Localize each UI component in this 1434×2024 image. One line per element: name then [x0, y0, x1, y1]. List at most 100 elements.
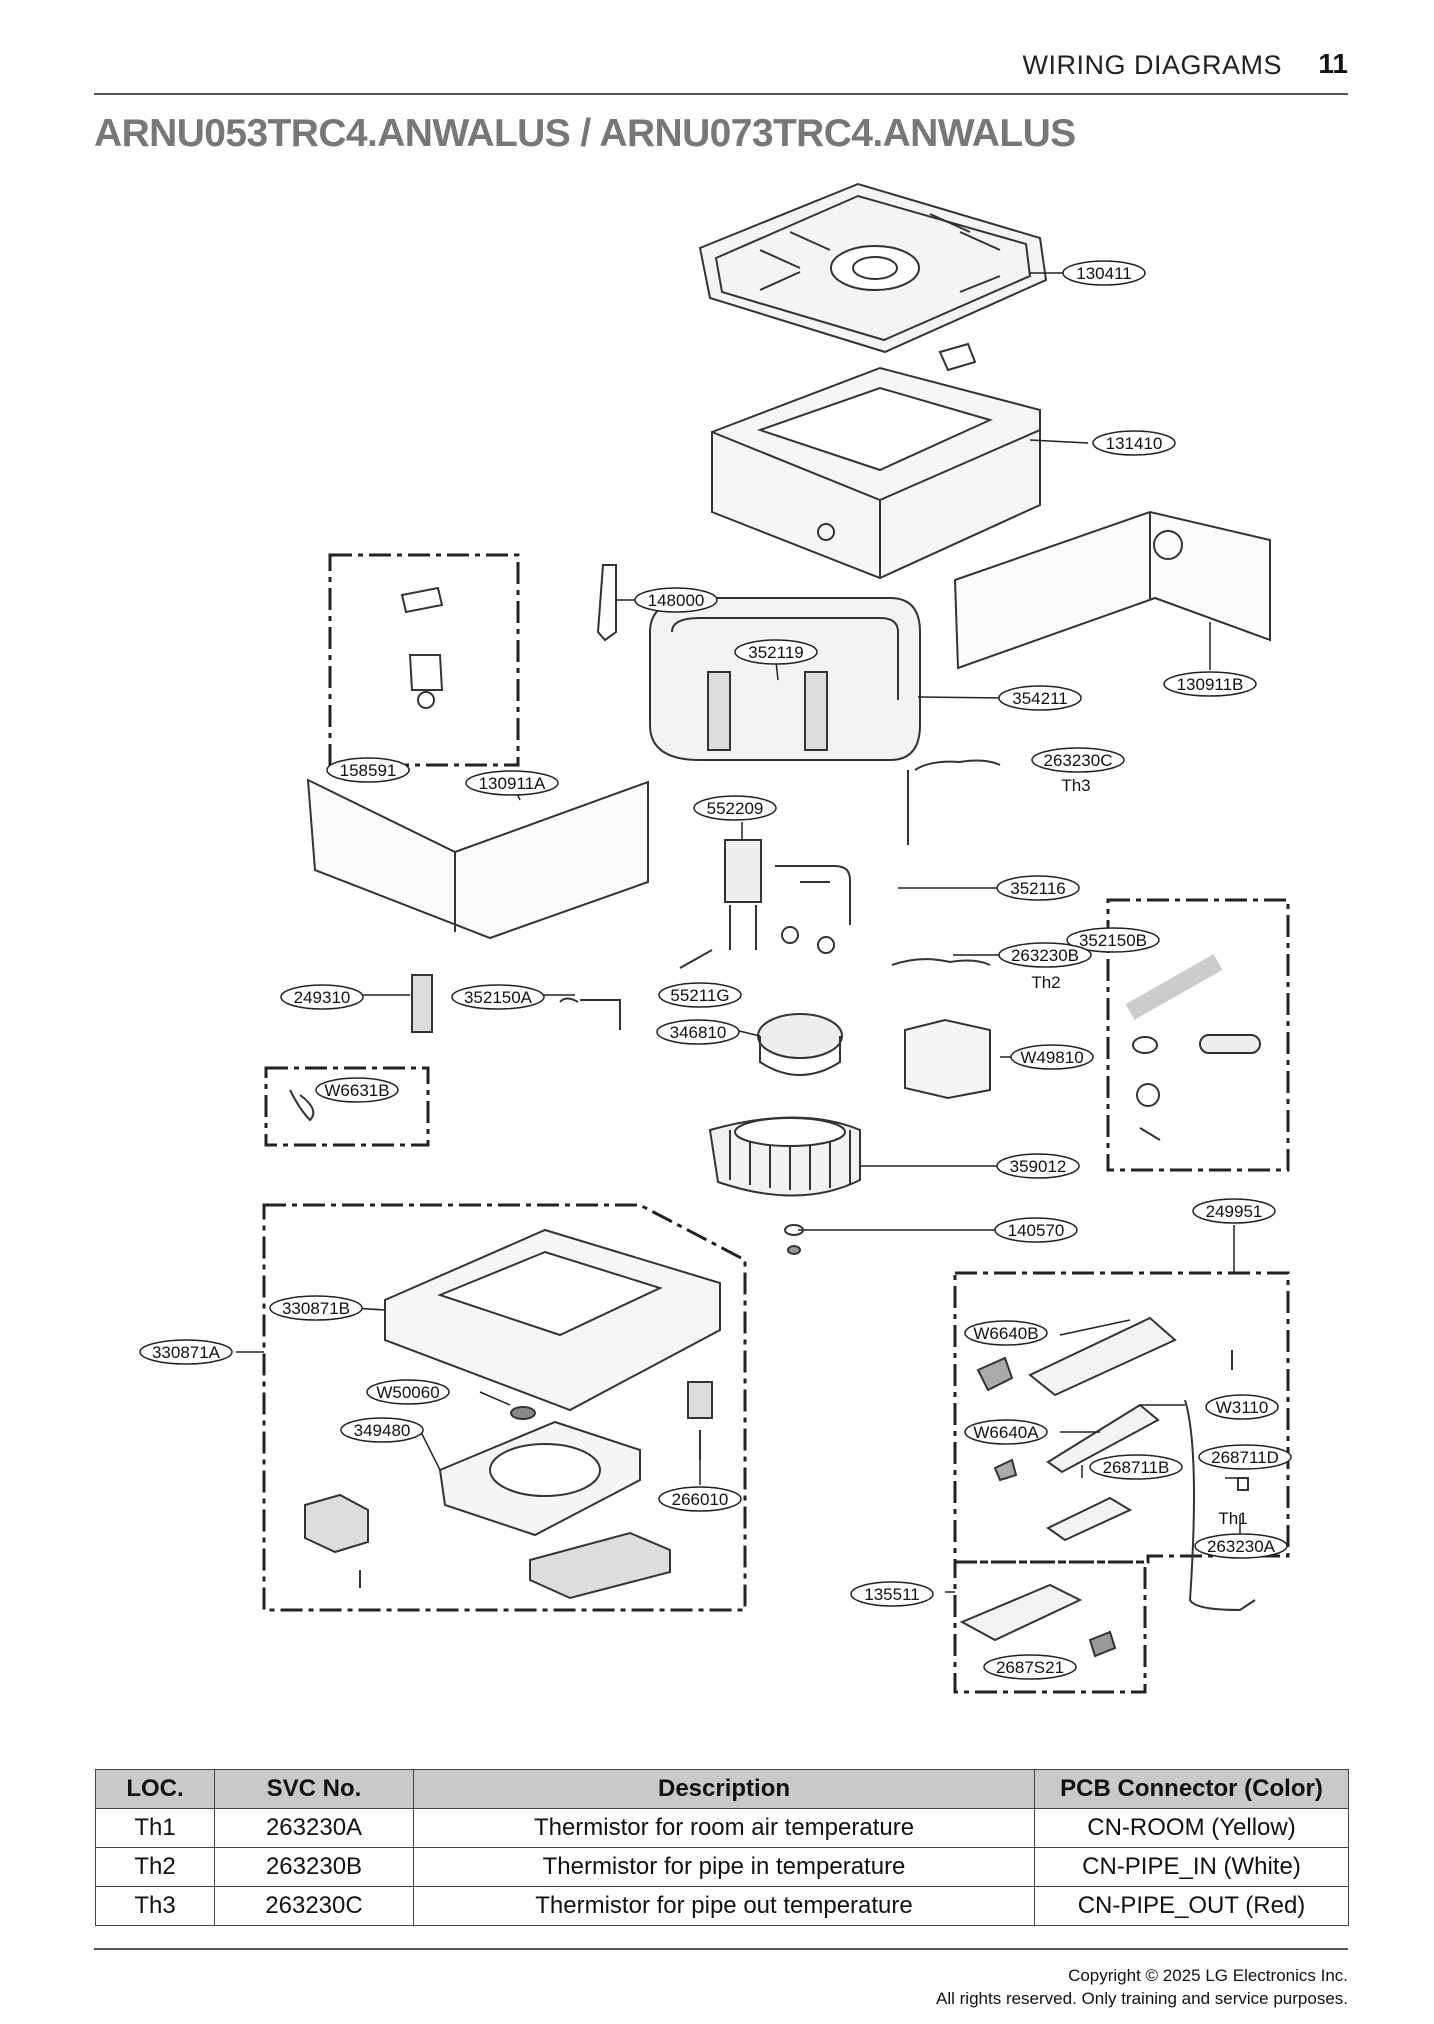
heat-exchanger-drawing — [649, 597, 921, 761]
callout-label: 130911A — [479, 774, 546, 793]
callout-label: 158591 — [340, 761, 397, 780]
cell-loc: Th3 — [95, 1886, 215, 1926]
footer-divider — [94, 1948, 1348, 1950]
callout-158591: 158591 — [326, 757, 410, 783]
side-plate-left-drawing — [306, 778, 649, 940]
callout-bubble — [1010, 1044, 1094, 1070]
callout-bubble — [366, 1379, 450, 1405]
callout-label: 352150B — [1079, 931, 1147, 950]
callout-label: 148000 — [648, 591, 705, 610]
callout-352150a: 352150A — [451, 984, 545, 1010]
callout-148000: 148000 — [634, 587, 718, 613]
cell-connector: CN-PIPE_IN (White) — [1034, 1847, 1349, 1887]
cell-svc-no: 263230A — [214, 1808, 414, 1848]
callout-bubble — [656, 1019, 740, 1045]
callout-bubble — [1066, 927, 1160, 953]
rights-line: All rights reserved. Only training and s… — [936, 1989, 1348, 2008]
thermistor-wires-drawing — [891, 759, 1001, 966]
group-boxes — [262, 553, 1290, 1694]
callout-label: 249310 — [294, 988, 351, 1007]
model-title: ARNU053TRC4.ANWALUS / ARNU073TRC4.ANWALU… — [94, 112, 1076, 155]
callout-bubble — [964, 1320, 1048, 1346]
callout-bubble — [983, 1654, 1077, 1680]
callout-label: 135511 — [864, 1585, 919, 1604]
callout-268711b: 268711B — [1089, 1454, 1183, 1480]
callout-352150b: 352150B — [1066, 927, 1160, 953]
control-box-parts-drawing — [400, 586, 444, 709]
front-pcb-drawing — [959, 1583, 1117, 1658]
callout-label: 131410 — [1106, 434, 1163, 453]
callout-352119: 352119 — [734, 639, 818, 665]
callout-label: 263230A — [1207, 1537, 1276, 1556]
col-pcb-connector: PCB Connector (Color) — [1034, 1769, 1349, 1809]
header-divider — [94, 93, 1348, 95]
callout-bubble — [658, 982, 742, 1008]
callout-bubble — [658, 1486, 742, 1512]
callout-bubble — [340, 1417, 424, 1443]
callout-label: W6640A — [973, 1423, 1039, 1442]
callout-label: 359012 — [1010, 1157, 1067, 1176]
part-drawings — [289, 182, 1271, 1658]
callout-w50060: W50060 — [366, 1379, 450, 1405]
callout-249310: 249310 — [280, 984, 364, 1010]
callout-bubble — [850, 1581, 934, 1607]
callout-131410: 131410 — [1092, 430, 1176, 456]
callout-label: 140570 — [1008, 1221, 1065, 1240]
callout-label: 330871A — [152, 1343, 221, 1362]
callout-bubble — [1198, 1444, 1292, 1470]
fan-drawing — [708, 1116, 861, 1197]
callout-bubble — [465, 770, 559, 796]
wire-harness-drawing — [289, 1089, 315, 1122]
callout-130411: 130411 — [1062, 260, 1146, 286]
cell-svc-no: 263230C — [214, 1886, 414, 1926]
callout-bubble — [139, 1339, 233, 1365]
table-row: Th2 263230B Thermistor for pipe in tempe… — [95, 1847, 1349, 1887]
callout-bubble — [1194, 1533, 1288, 1559]
callout-349480: 349480 — [340, 1417, 424, 1443]
side-plate-right-drawing — [953, 510, 1271, 670]
callout-label: 130911B — [1177, 675, 1244, 694]
col-svc-no: SVC No. — [214, 1769, 414, 1809]
th2-mark: Th2 — [1031, 973, 1060, 992]
callout-135511: 135511 — [850, 1581, 934, 1607]
callout-label: 352116 — [1010, 879, 1065, 898]
callout-bubble — [693, 795, 777, 821]
exploded-parts-diagram: 130411 131410 148000 352119 354211 130911B 158… — [139, 182, 1292, 1694]
callout-label: 55211G — [670, 986, 729, 1005]
thermistor-marks: Th3 Th2 Th1 — [1031, 776, 1247, 1528]
drain-hose-kit-drawing — [1125, 954, 1261, 1141]
callout-label: 352119 — [748, 643, 803, 662]
callout-label: 2687S21 — [996, 1658, 1064, 1677]
callout-labels: 130411 131410 148000 352119 354211 130911B 158… — [139, 260, 1292, 1680]
fan-motor-drawing — [757, 1013, 843, 1076]
cell-description: Thermistor for room air temperature — [413, 1808, 1035, 1848]
callout-w3110: W3110 — [1205, 1394, 1279, 1420]
drain-bracket-drawing — [596, 564, 617, 642]
cell-description: Thermistor for pipe in temperature — [413, 1847, 1035, 1887]
callout-bubble — [280, 984, 364, 1010]
pcb-box-parts-drawing — [976, 1316, 1256, 1612]
callout-bubble — [269, 1295, 363, 1321]
col-loc: LOC. — [95, 1769, 215, 1809]
callout-label: 268711D — [1211, 1448, 1279, 1467]
callout-w6640a: W6640A — [964, 1419, 1048, 1445]
callout-label: W49810 — [1020, 1048, 1083, 1067]
callout-label: 130411 — [1076, 264, 1131, 283]
callout-330871b: 330871B — [269, 1295, 363, 1321]
callout-bubble — [1163, 671, 1257, 697]
chassis-drawing — [711, 366, 1041, 580]
pcb-drawing — [529, 1531, 671, 1600]
callout-352116: 352116 — [996, 875, 1080, 901]
expansion-valve-drawing — [679, 839, 762, 969]
callout-130911b: 130911B — [1163, 671, 1257, 697]
callout-bubble — [964, 1419, 1048, 1445]
control-box-cover-drawing — [904, 1018, 991, 1100]
grille-panel-drawing — [698, 182, 1048, 372]
piping-drawing — [775, 865, 851, 954]
orifice-drawing — [438, 1420, 641, 1537]
callout-label: W6640B — [973, 1324, 1038, 1343]
drain-pump-drawing — [510, 1381, 713, 1460]
callout-label: 354211 — [1012, 689, 1067, 708]
callout-140570: 140570 — [994, 1217, 1078, 1243]
callout-552209: 552209 — [693, 795, 777, 821]
